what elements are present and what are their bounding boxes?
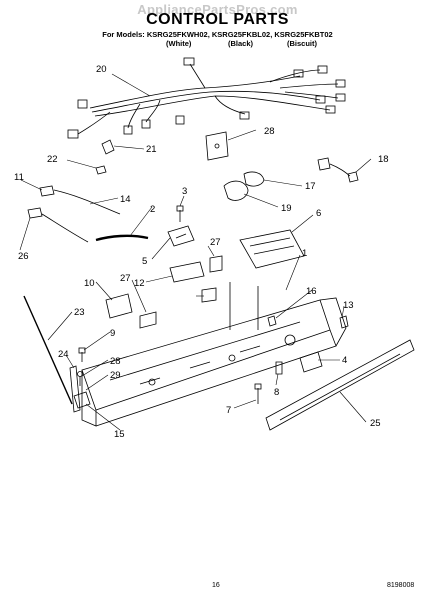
color-biscuit-label: (Biscuit): [287, 39, 317, 48]
callout-13: 13: [343, 300, 354, 311]
callout-6: 6: [316, 208, 321, 219]
callout-27-left: 27: [120, 273, 131, 284]
part-22-fastener: [95, 165, 107, 175]
part-18-connector: [317, 157, 331, 171]
part-12-bracket: [169, 261, 205, 283]
part-28-plate: [205, 131, 229, 161]
callout-18: 18: [378, 154, 389, 165]
callout-22: 22: [47, 154, 58, 165]
callout-11: 11: [14, 172, 24, 183]
callout-24: 24: [58, 349, 69, 360]
part-5-control: [167, 225, 195, 247]
callout-3: 3: [182, 186, 187, 197]
callout-10: 10: [84, 278, 95, 289]
callout-27-top: 27: [210, 237, 221, 248]
callout-7: 7: [226, 405, 231, 416]
callout-25: 25: [370, 418, 381, 429]
part-21-clip: [101, 139, 115, 155]
callout-2: 2: [150, 204, 155, 215]
color-white-label: (White): [166, 39, 192, 48]
callout-5: 5: [142, 256, 147, 267]
callout-16: 16: [306, 286, 317, 297]
callout-12: 12: [134, 278, 145, 289]
page-title: CONTROL PARTS: [146, 11, 289, 28]
part-6-housing: [239, 229, 305, 269]
watermark: AppliancePartsPros.com: [137, 2, 298, 17]
callout-8: 8: [274, 387, 279, 398]
part-19-bulb: [223, 180, 249, 201]
callout-labels: 20 21 22 28 18 17 19 11 14 2 3 5 27 6 26…: [14, 64, 389, 440]
wiring-harness: [67, 57, 346, 139]
part-17-socket: [243, 171, 265, 187]
callout-19: 19: [281, 203, 292, 214]
callout-15: 15: [114, 429, 125, 440]
models-line: For Models: KSRG25FKWH02, KSRG25FKBL02, …: [102, 30, 333, 39]
page-number: 16: [212, 582, 220, 589]
callout-14: 14: [120, 194, 131, 205]
color-black-label: (Black): [228, 39, 254, 48]
callout-28: 28: [264, 126, 275, 137]
callout-9: 9: [110, 328, 115, 339]
part-25-trim: [265, 339, 415, 431]
callout-29: 28: [110, 356, 121, 367]
callout-26: 26: [18, 251, 29, 262]
control-box: [81, 282, 347, 427]
callout-30: 29: [110, 370, 121, 381]
callout-20: 20: [96, 64, 107, 75]
callout-21: 21: [146, 144, 157, 155]
callout-17: 17: [305, 181, 316, 192]
callout-1: 1: [302, 248, 307, 259]
callout-23: 23: [74, 307, 85, 318]
doc-number: 8198008: [387, 582, 415, 589]
part-10-bracket: [105, 293, 133, 319]
callout-4: 4: [342, 355, 347, 366]
